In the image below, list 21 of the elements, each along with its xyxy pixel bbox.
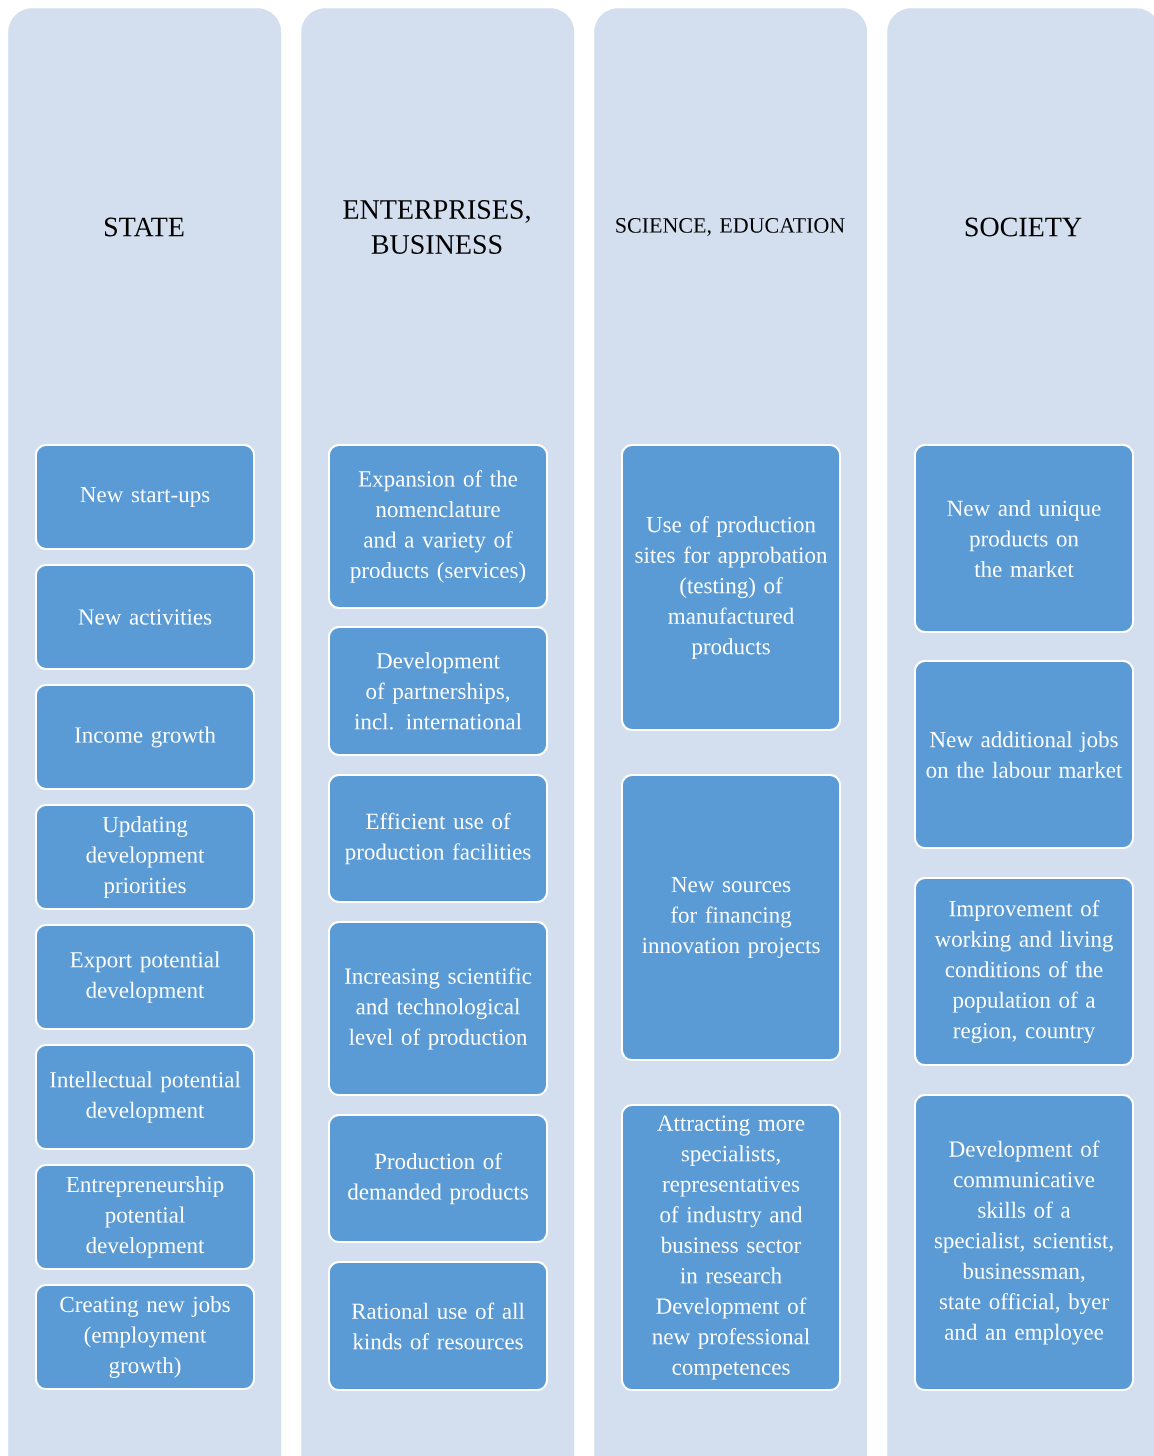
- text-box: Rational use of all kinds of resources: [328, 1261, 548, 1391]
- text-box: Use of production sites for approbation (testing) of manufactured products: [621, 444, 841, 731]
- text-box: Efficient use of production facilities: [328, 774, 548, 903]
- text-box: Entrepreneurship potential development: [35, 1164, 255, 1270]
- text-box: Expansion of the nomenclature and a variety of products (services): [328, 444, 548, 609]
- text-box: New start-ups: [35, 444, 255, 550]
- text-box: Export potential development: [35, 924, 255, 1030]
- text-box: Improvement of working and living conditions of the population of a region, country: [914, 877, 1134, 1066]
- text-box: New and unique products on the market: [914, 444, 1134, 633]
- text-box: Updating development priorities: [35, 804, 255, 910]
- text-box: Increasing scientific and technological level of production: [328, 921, 548, 1096]
- text-box: Development of communicative skills of a specialist, scientist, businessman, state official, byer and an employee: [914, 1094, 1134, 1391]
- text-box: Development of partnerships, incl. international: [328, 626, 548, 756]
- text-box: Creating new jobs (employment growth): [35, 1284, 255, 1390]
- text-box: Production of demanded products: [328, 1114, 548, 1243]
- text-box: Attracting more specialists, representatives of industry and business sector in research Development of new professional competences: [621, 1104, 841, 1391]
- text-box: Income growth: [35, 684, 255, 790]
- text-box: New additional jobs on the labour market: [914, 660, 1134, 849]
- text-box: Intellectual potential development: [35, 1044, 255, 1150]
- text-box: New activities: [35, 564, 255, 670]
- text-box: New sources for financing innovation projects: [621, 774, 841, 1061]
